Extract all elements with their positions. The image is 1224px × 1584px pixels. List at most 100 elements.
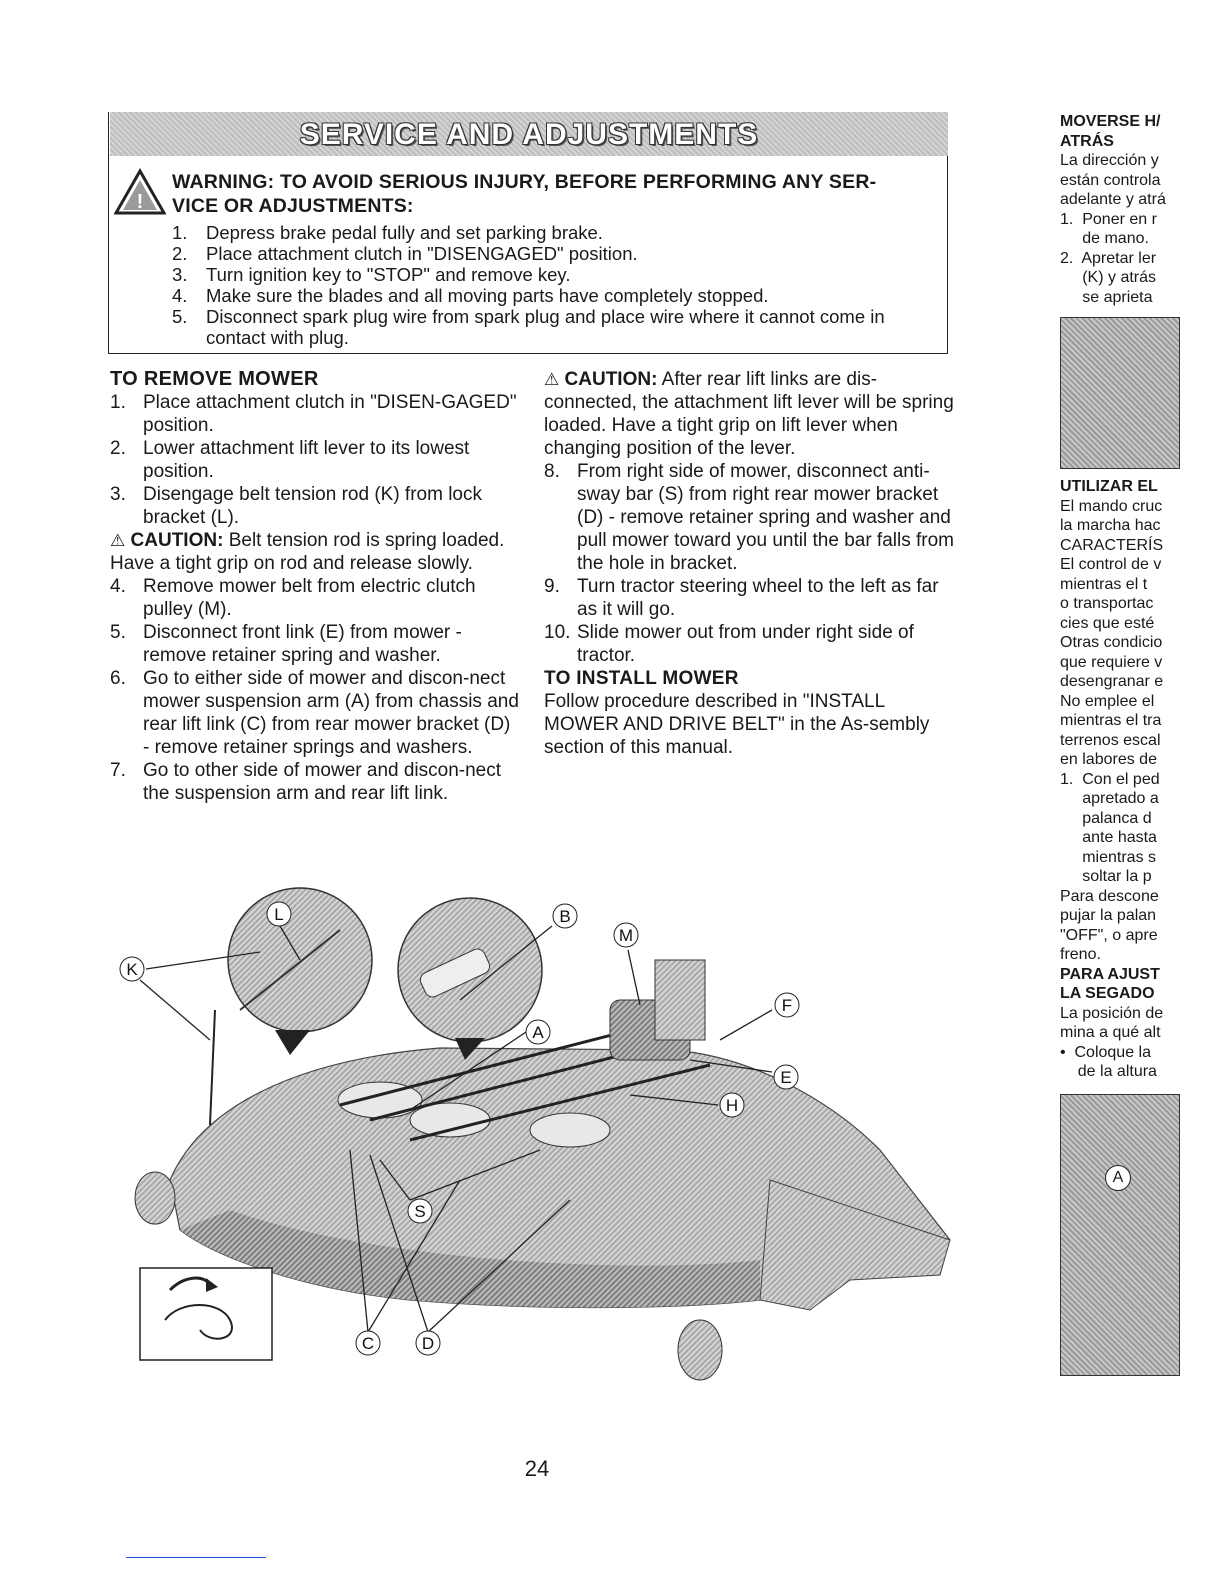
svg-text:F: F <box>782 996 792 1015</box>
svg-text:L: L <box>274 905 283 924</box>
caution-label: CAUTION: <box>130 530 224 551</box>
list-item: 5.Disconnect spark plug wire from spark … <box>172 306 942 348</box>
svg-text:H: H <box>726 1096 738 1115</box>
strip-line: mientras s <box>1060 848 1157 866</box>
strip-line: 1. Poner en r <box>1060 210 1157 228</box>
list-item: 3. Disengage belt tension rod (K) from lo… <box>110 483 520 529</box>
mower-deck <box>134 959 951 1381</box>
strip-heading: MOVERSE H/ <box>1060 113 1161 130</box>
svg-text:A: A <box>532 1023 544 1042</box>
remove-mower-section: TO REMOVE MOWER 1.Place attachment clutc… <box>110 368 520 805</box>
item-text: Depress brake pedal fully and set parkin… <box>206 222 603 243</box>
strip-heading: ATRÁS <box>1060 132 1114 150</box>
strip-line: de mano. <box>1060 230 1149 247</box>
item-text: Disengage belt tension rod (K) from lock… <box>143 484 482 528</box>
list-item: 9.Turn tractor steering wheel to the lef… <box>544 575 954 621</box>
strip-line: en labores de <box>1060 751 1157 768</box>
strip-line: mientras el tra <box>1060 712 1162 729</box>
right-text-column: ⚠ CAUTION: After rear lift links are dis… <box>544 368 954 759</box>
callout-label: L <box>266 901 292 927</box>
list-item: 2.Lower attachment lift lever to its low… <box>110 437 520 483</box>
item-number: 4. <box>172 285 188 306</box>
list-item: 7.Go to other side of mower and discon-n… <box>110 759 520 805</box>
strip-line: Para descone <box>1060 887 1159 905</box>
strip-line: cies que esté <box>1060 614 1155 632</box>
mower-diagram: L K B M A F E H S C D <box>119 887 951 1381</box>
hairpin-inset <box>139 1267 273 1361</box>
warning-heading: WARNING: TO AVOID SERIOUS INJURY, BEFORE… <box>172 170 952 218</box>
svg-text:K: K <box>126 960 138 979</box>
warning-box <box>108 112 948 354</box>
warning-triangle-icon: ! <box>114 168 166 215</box>
strip-line: apretado a <box>1060 790 1159 807</box>
page-number: 24 <box>524 1456 550 1481</box>
strip-line: "OFF", o apre <box>1060 926 1158 944</box>
caution-icon: ⚠ <box>110 531 126 550</box>
strip-line: se aprieta <box>1060 288 1153 306</box>
footer-rule <box>126 1557 266 1558</box>
list-item: 10.Slide mower out from under right side… <box>544 621 954 667</box>
strip-line: desengranar e <box>1060 673 1164 690</box>
strip-line: ante hasta <box>1060 829 1157 846</box>
strip-line: están controla <box>1060 171 1161 189</box>
list-item: 1.Place attachment clutch in "DISEN-GAGE… <box>110 391 520 437</box>
callout-label: A <box>1105 1164 1131 1191</box>
strip-photo <box>1060 317 1180 469</box>
strip-line: mina a qué alt <box>1060 1024 1161 1041</box>
install-mower-text: Follow procedure described in "INSTALL M… <box>544 691 930 758</box>
svg-text:D: D <box>422 1334 434 1353</box>
item-text: Place attachment clutch in "DISENGAGED" … <box>206 243 638 264</box>
svg-text:C: C <box>362 1334 374 1353</box>
remove-steps-a: 1.Place attachment clutch in "DISEN-GAGE… <box>110 391 520 529</box>
callout-label: B <box>552 903 578 929</box>
item-number: 2. <box>172 243 188 264</box>
callout-label: S <box>407 1198 433 1224</box>
strip-heading: PARA AJUST <box>1060 965 1160 983</box>
list-item: 3. Turn ignition key to "STOP" and remove… <box>172 264 942 285</box>
svg-text:B: B <box>559 907 570 926</box>
strip-line: El control de v <box>1060 556 1162 573</box>
item-number: 3. <box>172 264 188 285</box>
item-number: 10. <box>544 622 571 643</box>
callout-label: K <box>119 956 145 982</box>
strip-heading: LA SEGADO <box>1060 985 1155 1002</box>
strip-line: palanca d <box>1060 809 1152 827</box>
item-text: Turn ignition key to "STOP" and remove k… <box>206 264 571 285</box>
adjacent-page-strip: MOVERSE H/ ATRÁS La dirección y están co… <box>1060 112 1184 1432</box>
item-number: 5. <box>110 622 126 643</box>
strip-line: Otras condicio <box>1060 634 1163 651</box>
item-text: Go to other side of mower and discon-nec… <box>143 760 502 804</box>
item-number: 6. <box>110 668 126 689</box>
item-text: Make sure the blades and all moving part… <box>206 285 769 306</box>
warning-heading-line1: WARNING: TO AVOID SERIOUS INJURY, BEFORE… <box>172 171 877 193</box>
strip-line: terrenos escal <box>1060 731 1161 749</box>
warning-list: 1.Depress brake pedal fully and set park… <box>172 222 942 348</box>
list-item: 8. From right side of mower, disconnect a… <box>544 460 954 575</box>
list-item: 4. Remove mower belt from electric clutch… <box>110 575 520 621</box>
strip-line: adelante y atrá <box>1060 191 1166 208</box>
item-number: 1. <box>110 392 126 413</box>
item-number: 5. <box>172 306 188 327</box>
svg-text:!: ! <box>137 191 144 213</box>
strip-line: soltar la p <box>1060 868 1152 885</box>
strip-line: 1. Con el ped <box>1060 770 1160 788</box>
svg-text:E: E <box>780 1068 791 1087</box>
warning-heading-line2: VICE OR ADJUSTMENTS: <box>172 195 414 217</box>
strip-photo: A <box>1060 1093 1180 1376</box>
caution-text: After rear lift links are dis-connected,… <box>544 369 954 459</box>
item-number: 3. <box>110 484 126 505</box>
remove-steps-c: 8. From right side of mower, disconnect a… <box>544 460 954 667</box>
strip-line: mientras el t <box>1060 575 1148 593</box>
list-item: 5. Disconnect front link (E) from mower -… <box>110 621 520 667</box>
section-title: SERVICE AND ADJUSTMENTS <box>299 118 759 151</box>
item-text: Disconnect front link (E) from mower - r… <box>143 622 462 666</box>
item-text: From right side of mower, disconnect ant… <box>577 461 954 574</box>
strip-line: • Coloque la <box>1060 1043 1151 1061</box>
item-number: 8. <box>544 461 560 482</box>
caution-icon: ⚠ <box>544 370 560 389</box>
remove-steps-b: 4. Remove mower belt from electric clutch… <box>110 575 520 805</box>
remove-mower-heading: TO REMOVE MOWER <box>110 368 319 390</box>
item-number: 4. <box>110 576 126 597</box>
item-text: Remove mower belt from electric clutch p… <box>143 576 476 620</box>
caution-note: ⚠ CAUTION: Belt tension rod is spring lo… <box>110 529 520 575</box>
